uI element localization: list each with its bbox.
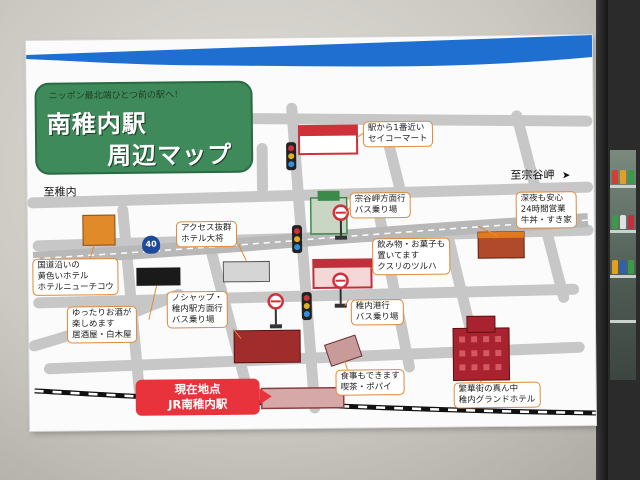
label-noshappu-bus-stop: ノシャップ・ 稚内駅方面行 バス乗り場 [166, 290, 229, 329]
grand-hotel-building [452, 315, 511, 382]
title-station-name: 南稚内駅 [46, 109, 147, 139]
road [246, 113, 593, 127]
title-panel: ニッポン最北端ひとつ前の駅へ！ 南稚内駅 周辺マップ [34, 80, 254, 175]
title-map-label: 周辺マップ [107, 140, 233, 171]
label-line: ノシャップ・ [171, 292, 223, 304]
label-line: ホテル大将 [181, 233, 224, 245]
label-hotel-taisho: アクセス抜群 ホテル大将 [175, 220, 237, 248]
label-line: 置いてます [377, 250, 420, 262]
label-line: セイコーマート [367, 133, 428, 145]
label-wakkanai-grand-hotel: 繁華街の真ん中 稚内グランドホテル [453, 381, 541, 409]
vending-shelf [610, 230, 636, 233]
vending-bottle [620, 215, 626, 229]
door-post [596, 0, 608, 480]
jr-minami-wakkanai-station-building [260, 386, 345, 410]
road [27, 181, 594, 209]
label-line: 黄色いホテル [37, 271, 89, 282]
label-line: ホテルニューチコウ [37, 282, 114, 293]
vending-bottle [620, 170, 626, 184]
grand-hotel-tower [466, 315, 496, 333]
arrow-right-icon: ➤ [561, 170, 571, 182]
label-tsuruha-drug: 飲み物・お菓子も 置いてます クスリのツルハ [372, 237, 451, 276]
label-line: バス乗り場 [354, 205, 398, 216]
current-station-name: JR南稚内駅 [168, 396, 228, 412]
label-line: 居酒屋・白木屋 [72, 329, 132, 341]
bus-stop-sign-icon [332, 272, 349, 308]
label-line: バス乗り場 [355, 312, 399, 323]
label-line: 稚内グランドホテル [458, 394, 536, 406]
label-hotel-nyuchikou: 国道沿いの 黄色いホテル ホテルニューチコウ [32, 258, 119, 296]
direction-souya-misaki: 至宗谷岬 ➤ [510, 166, 570, 183]
label-wakkanai-port-bus-stop: 稚内港行 バス乗り場 [350, 299, 404, 326]
izakaya-building [136, 267, 181, 286]
label-line: 楽しめます [71, 319, 115, 330]
label-line: 牛丼・すき家 [520, 215, 572, 226]
direction-souya-text: 至宗谷岬 [510, 168, 555, 182]
label-line: アクセス抜群 [180, 222, 232, 234]
cafe-popai-building [323, 334, 363, 367]
label-line: 食事もできます [340, 371, 400, 382]
label-line: 深夜も安心 [520, 193, 564, 204]
label-line: 稚内港行 [355, 301, 390, 312]
label-line: 喫茶・ポパイ [340, 382, 392, 393]
vending-shelf [610, 320, 636, 323]
vending-bottle [628, 260, 634, 274]
label-line: 稚内駅方面行 [171, 303, 223, 315]
label-seicomart: 駅から1番近い セイコーマート [362, 120, 433, 148]
vending-shelf [610, 275, 636, 278]
vending-bottle [612, 215, 618, 229]
road [117, 204, 146, 401]
label-line: 国道沿いの [37, 260, 80, 271]
hotel-taisho-building [222, 260, 271, 283]
traffic-light-icon [301, 292, 312, 321]
label-line: 駅から1番近い [367, 122, 425, 134]
label-line: バス乗り場 [171, 315, 215, 326]
bus-stop-roof [317, 190, 340, 201]
title-subtitle: ニッポン最北端ひとつ前の駅へ！ [48, 90, 183, 102]
route-center-line [33, 219, 588, 260]
current-location-marker: 現在地点 JR南稚内駅 [135, 378, 260, 416]
traffic-light-icon [291, 225, 303, 254]
label-izakaya-shirokiya: ゆったりお酒が 楽しめます 居酒屋・白木屋 [66, 305, 137, 344]
direction-wakkanai: 至稚内 [43, 185, 77, 199]
label-line: クスリのツルハ [377, 261, 437, 273]
label-line: 宗谷岬方面行 [354, 194, 406, 205]
gyudon-roof [478, 231, 525, 239]
hotel-nyuchikou-building [82, 214, 116, 246]
label-cafe-popai: 食事もできます 喫茶・ポパイ [335, 369, 405, 396]
vending-bottle [612, 260, 618, 274]
label-line: ゆったりお酒が [71, 307, 132, 319]
seicomart-roof [298, 125, 357, 137]
noshappu-bus-building [233, 329, 301, 364]
route-40-shield: 40 [142, 235, 161, 254]
station-map-poster: ニッポン最北端ひとつ前の駅へ！ 南稚内駅 周辺マップ 至稚内 至宗谷岬 ➤ 40… [25, 35, 597, 431]
vending-bottle [620, 260, 626, 274]
vending-bottle [628, 170, 634, 184]
vending-shelf [610, 185, 636, 188]
vending-bottle [612, 170, 618, 184]
label-souya-bus-stop: 宗谷岬方面行 バス乗り場 [349, 191, 411, 219]
map-graphic [26, 35, 596, 416]
current-location-label: 現在地点 [174, 381, 221, 397]
door-frame [596, 0, 640, 480]
label-line: 飲み物・お菓子も [377, 239, 446, 251]
traffic-light-icon [286, 142, 297, 171]
label-line: 繁華街の真ん中 [458, 383, 519, 395]
vending-bottle [628, 215, 634, 229]
label-gyudon-sukiya: 深夜も安心 24時間営業 牛丼・すき家 [515, 191, 577, 229]
sea-area [26, 35, 593, 67]
label-line: 24時間営業 [520, 204, 566, 215]
bus-stop-sign-icon [267, 293, 284, 329]
tsuruha-roof [313, 259, 372, 268]
